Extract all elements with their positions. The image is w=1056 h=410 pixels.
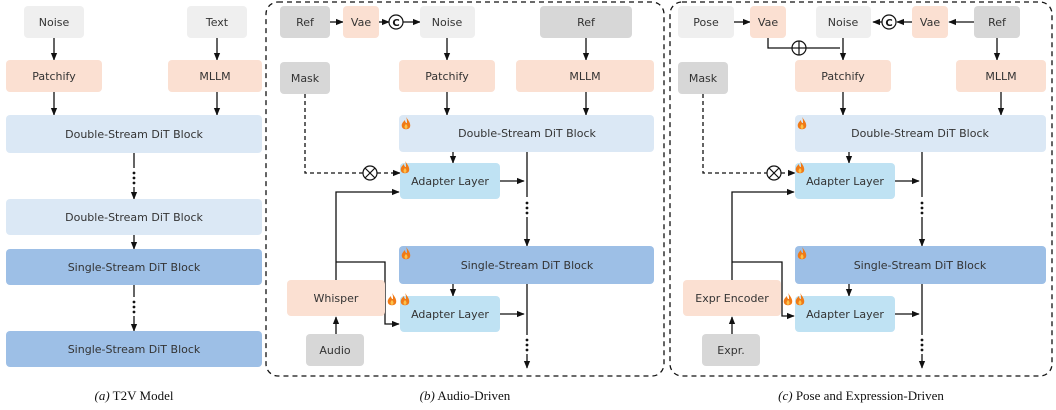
mllm-label: MLLM — [985, 70, 1016, 83]
svg-text:C: C — [392, 18, 399, 29]
double-stream-block-label: Double-Stream DiT Block — [851, 127, 989, 140]
single-stream-block-1 — [6, 249, 262, 285]
vae-left-label: Vae — [758, 16, 778, 29]
ref-box — [974, 6, 1020, 38]
patchify-box — [399, 60, 495, 92]
double-stream-block — [795, 115, 1046, 152]
patchify-label: Patchify — [425, 70, 469, 83]
pose-box — [678, 6, 734, 38]
mask-label: Mask — [689, 72, 718, 85]
vae-right-label: Vae — [920, 16, 940, 29]
panel-c-border — [669, 1, 1053, 377]
adapter-layer-1-label: Adapter Layer — [411, 175, 489, 188]
trainable-flame-icon — [795, 161, 805, 174]
audio-box — [306, 334, 364, 366]
mask-box — [678, 62, 728, 94]
vae-right-box — [912, 6, 948, 38]
panel-a: Noise Text Patchify MLLM Double-Stream D… — [6, 6, 262, 403]
adapter-layer-2 — [400, 296, 500, 332]
text-box — [187, 6, 247, 38]
panel-b: Ref Vae C Noise Ref Mask Patchify MLLM D… — [280, 6, 654, 403]
vae-box — [343, 6, 379, 38]
audio-label: Audio — [319, 344, 351, 357]
text-label: Text — [205, 16, 229, 29]
mllm-label: MLLM — [199, 70, 230, 83]
panel-b-border — [265, 1, 665, 377]
trainable-flame-icon — [783, 293, 793, 306]
double-stream-block — [399, 115, 654, 152]
double-stream-block-2 — [6, 199, 262, 235]
mllm-box — [168, 60, 262, 92]
mllm-box — [956, 60, 1046, 92]
adapter-layer-1 — [795, 163, 895, 199]
panel-c-caption: (c) Pose and Expression-Driven — [778, 388, 944, 403]
patchify-label: Patchify — [32, 70, 76, 83]
expr-box — [702, 334, 760, 366]
expr-encoder-box — [683, 280, 781, 316]
adapter-layer-2-label: Adapter Layer — [411, 308, 489, 321]
double-stream-block-label: Double-Stream DiT Block — [458, 127, 596, 140]
expr-label: Expr. — [717, 344, 744, 357]
ref-box — [280, 6, 330, 38]
single-stream-block-label: Single-Stream DiT Block — [461, 259, 594, 272]
adapter-layer-1-label: Adapter Layer — [806, 175, 884, 188]
mask-box — [280, 62, 330, 94]
concat-icon — [881, 14, 897, 30]
single-stream-block — [399, 246, 654, 284]
whisper-box — [287, 280, 385, 316]
single-stream-block-1-label: Single-Stream DiT Block — [68, 261, 201, 274]
noise-label: Noise — [39, 16, 70, 29]
ref-label: Ref — [296, 16, 315, 29]
double-stream-block-1 — [6, 115, 262, 153]
noise-label: Noise — [828, 16, 859, 29]
ref-right-box — [540, 6, 632, 38]
single-stream-block-label: Single-Stream DiT Block — [854, 259, 987, 272]
mllm-label: MLLM — [569, 70, 600, 83]
double-stream-block-2-label: Double-Stream DiT Block — [65, 211, 203, 224]
trainable-flame-icon — [795, 293, 805, 306]
vae-left-box — [750, 6, 786, 38]
patchify-box — [6, 60, 102, 92]
trainable-flame-icon — [400, 293, 410, 306]
trainable-flame-icon — [400, 161, 410, 174]
whisper-label: Whisper — [314, 292, 359, 305]
single-stream-block-2-label: Single-Stream DiT Block — [68, 343, 201, 356]
ref-right-label: Ref — [577, 16, 596, 29]
adapter-layer-1 — [400, 163, 500, 199]
vae-label: Vae — [351, 16, 371, 29]
adapter-layer-2-label: Adapter Layer — [806, 308, 884, 321]
panel-a-caption: (a) T2V Model — [95, 388, 174, 403]
pose-label: Pose — [693, 16, 719, 29]
mllm-box — [516, 60, 654, 92]
noise-box — [420, 6, 475, 38]
mask-label: Mask — [291, 72, 320, 85]
double-stream-block-1-label: Double-Stream DiT Block — [65, 128, 203, 141]
noise-label: Noise — [432, 16, 463, 29]
trainable-flame-icon — [387, 293, 397, 306]
patchify-box — [795, 60, 891, 92]
patchify-label: Patchify — [821, 70, 865, 83]
expr-encoder-label: Expr Encoder — [695, 292, 769, 305]
panel-b-caption: (b) Audio-Driven — [420, 388, 511, 403]
noise-box — [24, 6, 84, 38]
noise-box — [816, 6, 871, 38]
single-stream-block — [795, 246, 1046, 284]
panel-c: Pose Vae Noise C Vae Ref Mask Patchify M… — [678, 6, 1046, 403]
adapter-layer-2 — [795, 296, 895, 332]
ref-label: Ref — [988, 16, 1007, 29]
single-stream-block-2 — [6, 331, 262, 367]
svg-text:C: C — [885, 18, 892, 29]
